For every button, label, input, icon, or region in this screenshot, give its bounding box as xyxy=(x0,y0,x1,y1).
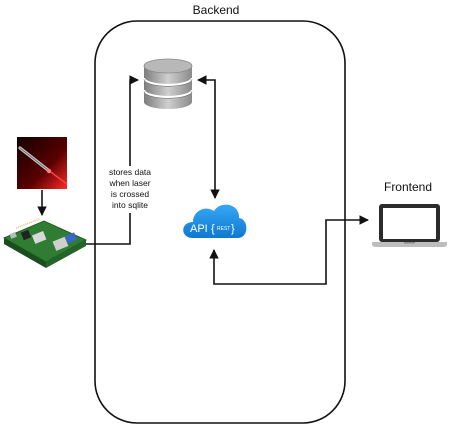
note-line-2: when laser xyxy=(108,178,150,188)
api-rest-badge: REST xyxy=(217,226,230,232)
frontend-title: Frontend xyxy=(384,180,432,194)
database-icon xyxy=(142,58,194,109)
api-brace-close: } xyxy=(231,223,235,235)
laptop-icon xyxy=(372,204,447,247)
api-brace-open: { xyxy=(211,223,215,235)
arrow-note-to-database xyxy=(129,75,139,166)
api-label: API xyxy=(190,223,208,235)
laser-pointer-icon xyxy=(17,137,68,189)
api-cloud-icon: API { REST } xyxy=(183,204,247,238)
storage-note: stores data when laser is crossed into s… xyxy=(108,167,151,210)
arrow-api-frontend xyxy=(209,215,369,285)
note-line-1: stores data xyxy=(109,167,151,177)
raspberry-pi-icon xyxy=(2,218,88,268)
backend-title: Backend xyxy=(193,3,240,17)
note-line-3: is crossed xyxy=(111,189,150,199)
arrow-database-api xyxy=(197,75,220,199)
arrow-board-to-database xyxy=(86,213,131,245)
note-line-4: into sqlite xyxy=(112,200,148,210)
